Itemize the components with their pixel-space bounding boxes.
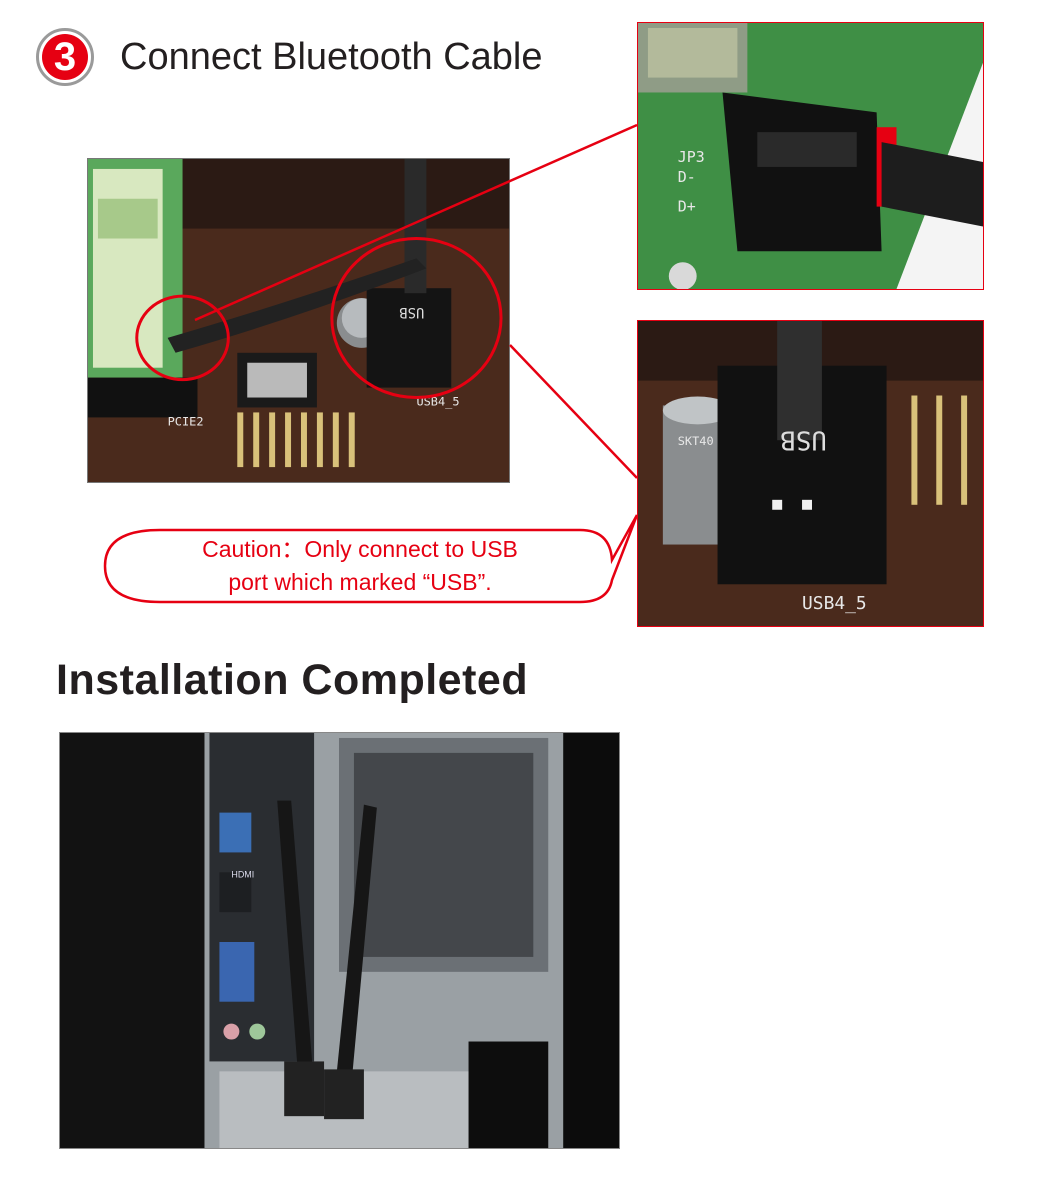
installation-completed-heading: Installation Completed [56, 656, 529, 704]
step-title: Connect Bluetooth Cable [120, 36, 543, 78]
caution-line-1: Caution：Only connect to USB [202, 536, 518, 562]
jp3-label: JP3 [678, 148, 705, 166]
step-number-badge: 3 [36, 28, 94, 86]
main-usb-marking: USB [399, 304, 424, 320]
caution-note: Caution：Only connect to USB port which m… [120, 533, 600, 599]
zoom-usb-marking: USB [780, 424, 827, 454]
pcie-slot-label: PCIE2 [168, 414, 204, 428]
motherboard-photo: PCIE2 USB USB4_5 [87, 158, 510, 483]
installed-pc-photo: HDMI [59, 732, 620, 1149]
zoom-cap-label: SKT40 [678, 434, 714, 448]
jp3-dplus-label: D+ [678, 198, 696, 216]
jp3-closeup-photo: JP3 D- D+ [637, 22, 984, 290]
hdmi-label: HDMI [231, 869, 254, 879]
zoom-header-label: USB4_5 [802, 593, 867, 614]
jp3-dminus-label: D- [678, 168, 696, 186]
usb-header-closeup-photo: SKT40 USB USB4_5 [637, 320, 984, 627]
caution-line-2: port which marked “USB”. [228, 569, 492, 595]
step-number: 3 [42, 34, 88, 80]
